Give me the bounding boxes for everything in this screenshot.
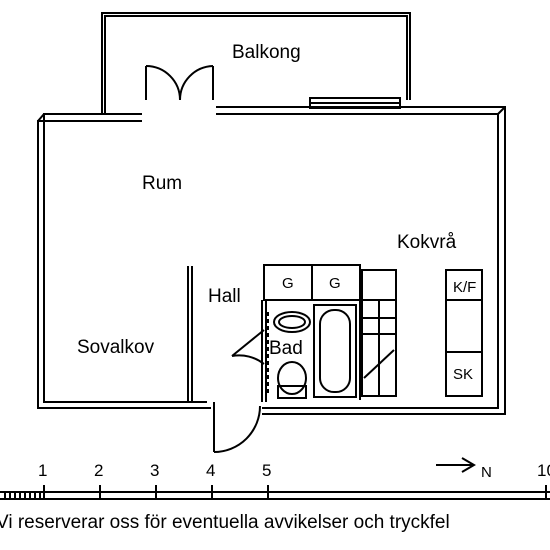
- scale-tick-label: 10: [537, 461, 550, 480]
- entrance-door: [213, 402, 261, 453]
- room-label-kitchenette: Kokvrå: [397, 232, 457, 253]
- scale-tick-label: 5: [262, 461, 271, 480]
- disclaimer-text: Vi reserverar oss för eventuella avvikel…: [0, 512, 450, 533]
- wardrobes: [263, 264, 361, 301]
- scale-tick-label: 1: [38, 461, 47, 480]
- north-arrow-icon: [436, 457, 476, 473]
- kitchen-counters: [361, 269, 483, 397]
- window: [309, 97, 401, 109]
- room-label-balcony: Balkong: [232, 42, 301, 63]
- room-label-living: Rum: [142, 173, 182, 194]
- scale-tick-label: 4: [206, 461, 215, 480]
- wardrobe-label-2: G: [329, 275, 341, 292]
- north-label: N: [481, 464, 492, 481]
- bathroom-fixtures: [267, 304, 357, 399]
- room-label-bath: Bad: [269, 338, 303, 359]
- room-label-hall: Hall: [208, 286, 241, 307]
- wardrobe-label-1: G: [282, 275, 294, 292]
- outer-walls: [37, 106, 506, 415]
- bathroom-door: [231, 329, 265, 365]
- room-label-alcove: Sovalkov: [77, 337, 155, 358]
- fridge-freezer-label: K/F: [453, 279, 476, 296]
- scale-tick-label: 2: [94, 461, 103, 480]
- cabinet-label: SK: [453, 366, 473, 383]
- scale-bar: [0, 485, 550, 500]
- scale-tick-label: 3: [150, 461, 159, 480]
- balcony-door: [145, 65, 214, 101]
- balcony-outline: [101, 12, 411, 113]
